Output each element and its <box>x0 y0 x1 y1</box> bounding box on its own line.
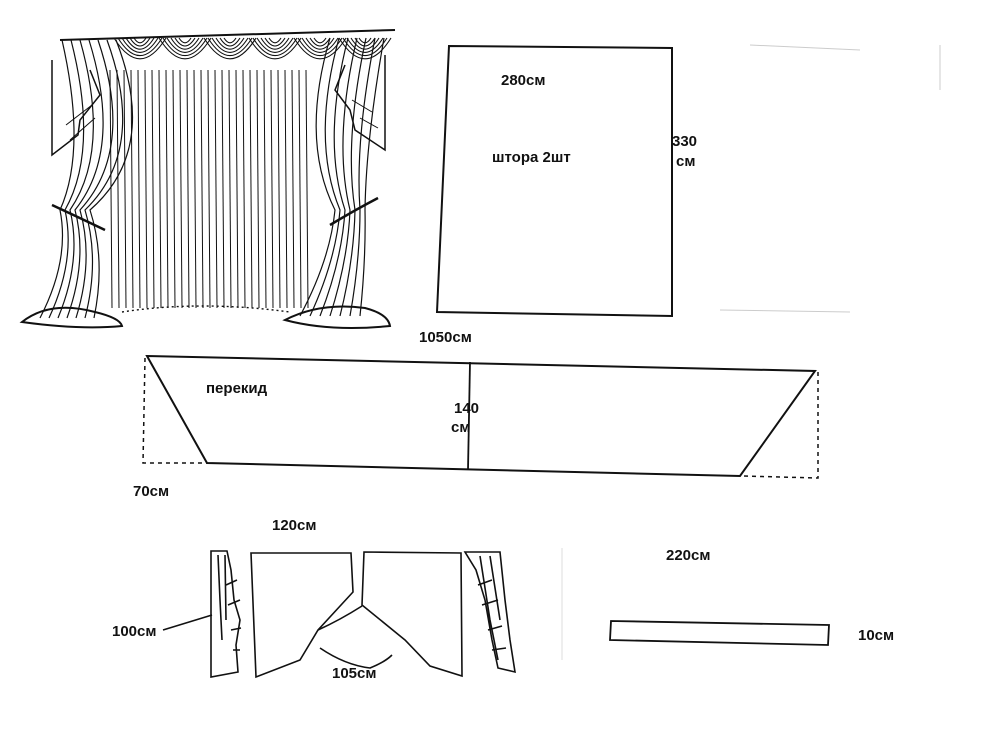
right-floor-puddle <box>282 305 392 329</box>
right-folded-jabot <box>463 551 516 674</box>
curtain-height-label-number: 330 <box>672 133 698 150</box>
tie-strip-outline <box>609 620 830 646</box>
left-floor-puddle <box>19 306 124 329</box>
side-dimension-leader <box>162 614 213 631</box>
swag-outline <box>145 354 817 478</box>
left-tieback <box>51 203 106 232</box>
swag-scallops <box>113 37 392 60</box>
right-tieback <box>329 196 379 227</box>
strip-height-label: 10см <box>858 627 895 644</box>
swag-pattern <box>142 354 819 479</box>
bottom-dimension-leader <box>319 647 393 669</box>
right-folded-jabot-pleats <box>477 579 507 651</box>
right-drape <box>299 37 386 317</box>
swag-center-line <box>467 361 471 471</box>
sheer-curtain-pleats <box>109 69 309 309</box>
curtain-height-label-unit: см <box>676 153 696 170</box>
swag-side-label: 70см <box>133 483 170 500</box>
jabot-top-label: 120см <box>272 517 317 534</box>
swag-right-dashed-guide <box>741 372 819 479</box>
right-jabot-outline <box>361 551 463 678</box>
left-folded-jabot <box>210 550 241 678</box>
scan-artifacts <box>561 44 941 660</box>
swag-height-label-unit: см <box>451 419 471 436</box>
curtain-width-label: 280см <box>501 72 546 89</box>
swag-height-label-number: 140 <box>454 400 480 417</box>
jabot-side-label: 100см <box>112 623 157 640</box>
left-drape <box>39 39 134 319</box>
curtain-illustration <box>19 29 396 329</box>
jabot-bottom-label: 105см <box>332 665 377 682</box>
swag-left-dashed-guide <box>142 357 207 464</box>
swag-width-label: 1050см <box>419 329 472 346</box>
swag-name-label: перекид <box>206 380 268 397</box>
left-jabot-cut-line <box>317 605 363 631</box>
left-folded-jabot-pleats <box>225 579 242 651</box>
curtain-panel-outline <box>435 44 673 318</box>
curtain-name-label: штора 2шт <box>492 149 571 166</box>
jabot-patterns <box>162 550 516 679</box>
strip-width-label: 220см <box>666 547 711 564</box>
cornice <box>59 29 396 41</box>
sheer-hem <box>121 305 291 313</box>
